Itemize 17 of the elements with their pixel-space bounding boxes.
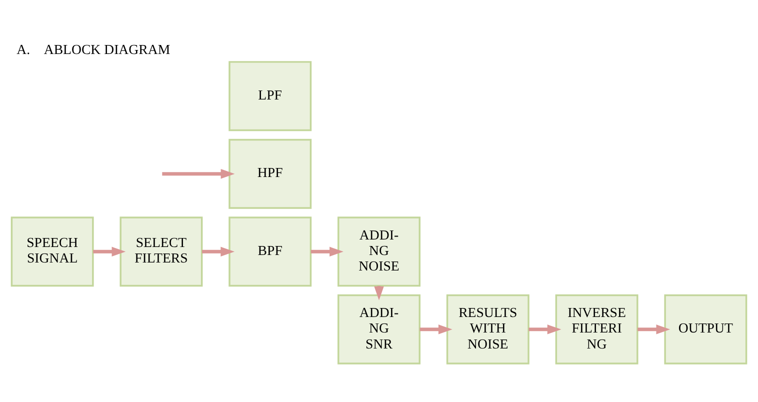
- diagram-title: A. ABLOCK DIAGRAM: [16, 41, 170, 56]
- arrow: [420, 324, 452, 334]
- arrow: [93, 246, 126, 256]
- node-box: RESULTS WITH NOISE: [446, 294, 530, 364]
- arrow: [638, 324, 670, 334]
- node-box: BPF: [228, 216, 312, 286]
- arrow: [162, 168, 235, 178]
- arrow: [202, 246, 235, 256]
- node-box: LPF: [228, 60, 312, 131]
- node-box: INVERSE FILTERI NG: [555, 294, 638, 364]
- arrow: [528, 324, 562, 334]
- node-box: OUTPUT: [664, 294, 748, 364]
- node-box: ADDI- NG SNR: [338, 294, 420, 364]
- node-box: SPEECH SIGNAL: [10, 216, 94, 286]
- node-box: HPF: [228, 138, 312, 208]
- node-box: SELECT FILTERS: [120, 216, 203, 286]
- arrow: [310, 246, 344, 256]
